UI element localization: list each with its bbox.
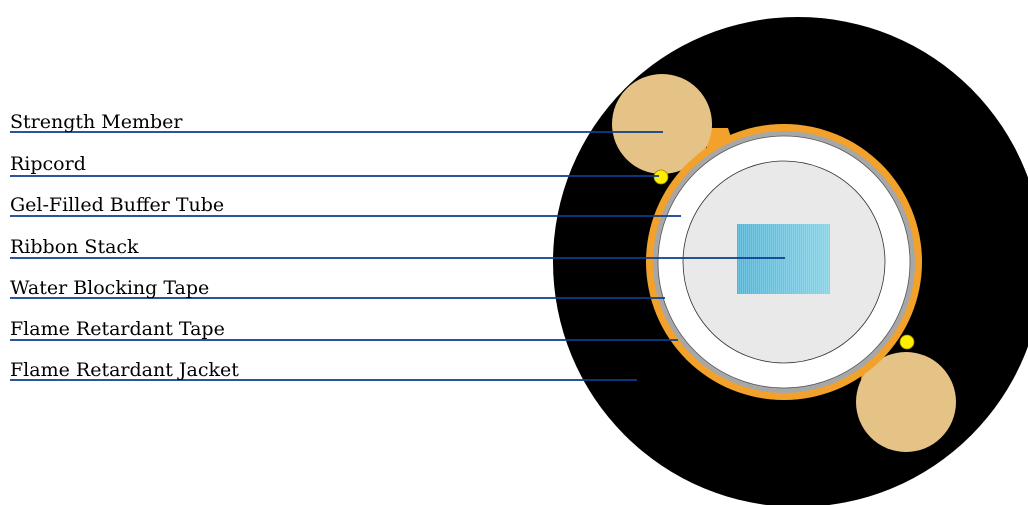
label-ripcord: Ripcord [10, 153, 86, 175]
ribbon-stack-shape [737, 224, 830, 294]
label-water-blocking-tape: Water Blocking Tape [10, 277, 209, 299]
label-ribbon-stack: Ribbon Stack [10, 236, 139, 258]
ripcord-top [653, 169, 669, 185]
label-flame-retardant-tape: Flame Retardant Tape [10, 318, 225, 340]
label-strength-member: Strength Member [10, 111, 183, 133]
ripcord-bottom [899, 334, 915, 350]
label-flame-retardant-jacket: Flame Retardant Jacket [10, 359, 239, 381]
label-gel-filled-buffer-tube: Gel-Filled Buffer Tube [10, 194, 224, 216]
